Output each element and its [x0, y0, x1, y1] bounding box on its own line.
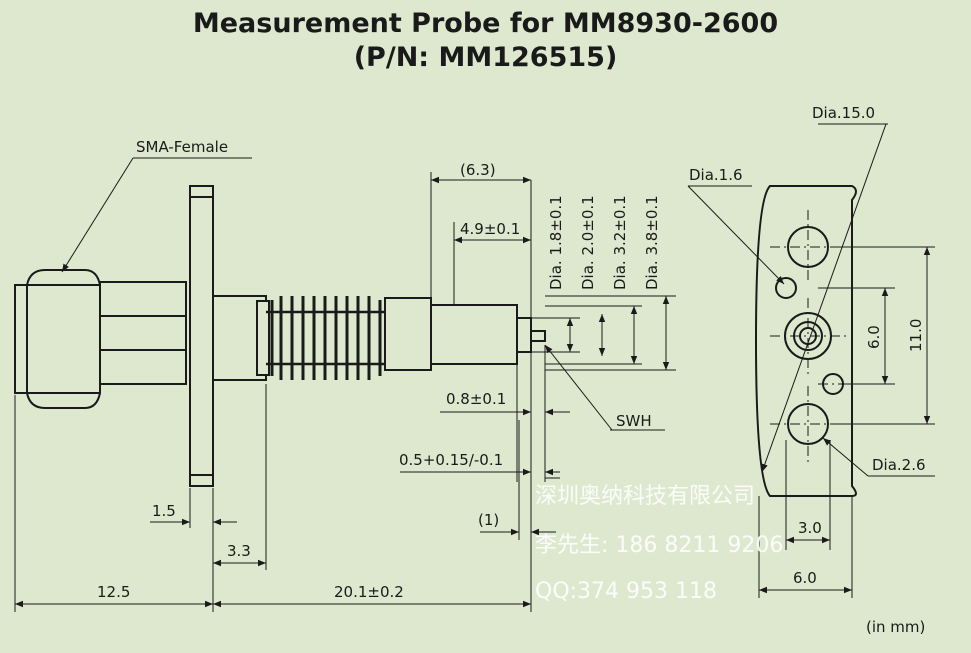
dia-15-label: Dia.15.0: [812, 104, 875, 122]
end-view: [754, 185, 857, 497]
dim-11-0: 11.0: [907, 319, 925, 352]
units-note: (in mm): [866, 618, 925, 636]
dim-0-8: 0.8±0.1: [446, 390, 506, 408]
dim-dia-2-0: Dia. 2.0±0.1: [579, 195, 597, 290]
dim-dia-3-2: Dia. 3.2±0.1: [611, 195, 629, 290]
dim-6-0-vertical: 6.0: [865, 325, 883, 349]
watermark-qq: QQ:374 953 118: [535, 579, 717, 604]
part-number: (P/N: MM126515): [353, 42, 618, 73]
dim-1: (1): [478, 511, 499, 529]
dim-6-0-horizontal: 6.0: [793, 569, 817, 587]
watermark-contact: 李先生: 186 8211 9206: [535, 533, 783, 558]
dim-3-0: 3.0: [798, 519, 822, 537]
swh-label: SWH: [616, 412, 652, 430]
leader-lines: [61, 123, 935, 477]
dim-12-5: 12.5: [97, 583, 130, 601]
watermark-company: 深圳奥纳科技有限公司: [535, 484, 755, 509]
probe-tip: [384, 297, 546, 371]
dia-1-6-label: Dia.1.6: [689, 166, 743, 184]
flange: [189, 185, 270, 487]
dim-20-1: 20.1±0.2: [334, 583, 404, 601]
dimension-lines: [15, 176, 931, 608]
sma-label: SMA-Female: [136, 138, 228, 156]
dim-4-9: 4.9±0.1: [460, 220, 520, 238]
dim-dia-1-8: Dia. 1.8±0.1: [547, 195, 565, 290]
dim-3-3: 3.3: [227, 542, 251, 560]
dim-dia-3-8: Dia. 3.8±0.1: [643, 195, 661, 290]
diagram-title: Measurement Probe for MM8930-2600: [192, 8, 779, 39]
dim-6-3: (6.3): [460, 161, 496, 179]
sma-connector: [14, 269, 187, 409]
spring: [266, 296, 386, 380]
dim-0-5: 0.5+0.15/-0.1: [399, 451, 503, 469]
dim-1-5: 1.5: [152, 502, 176, 520]
dia-2-6-label: Dia.2.6: [872, 456, 926, 474]
